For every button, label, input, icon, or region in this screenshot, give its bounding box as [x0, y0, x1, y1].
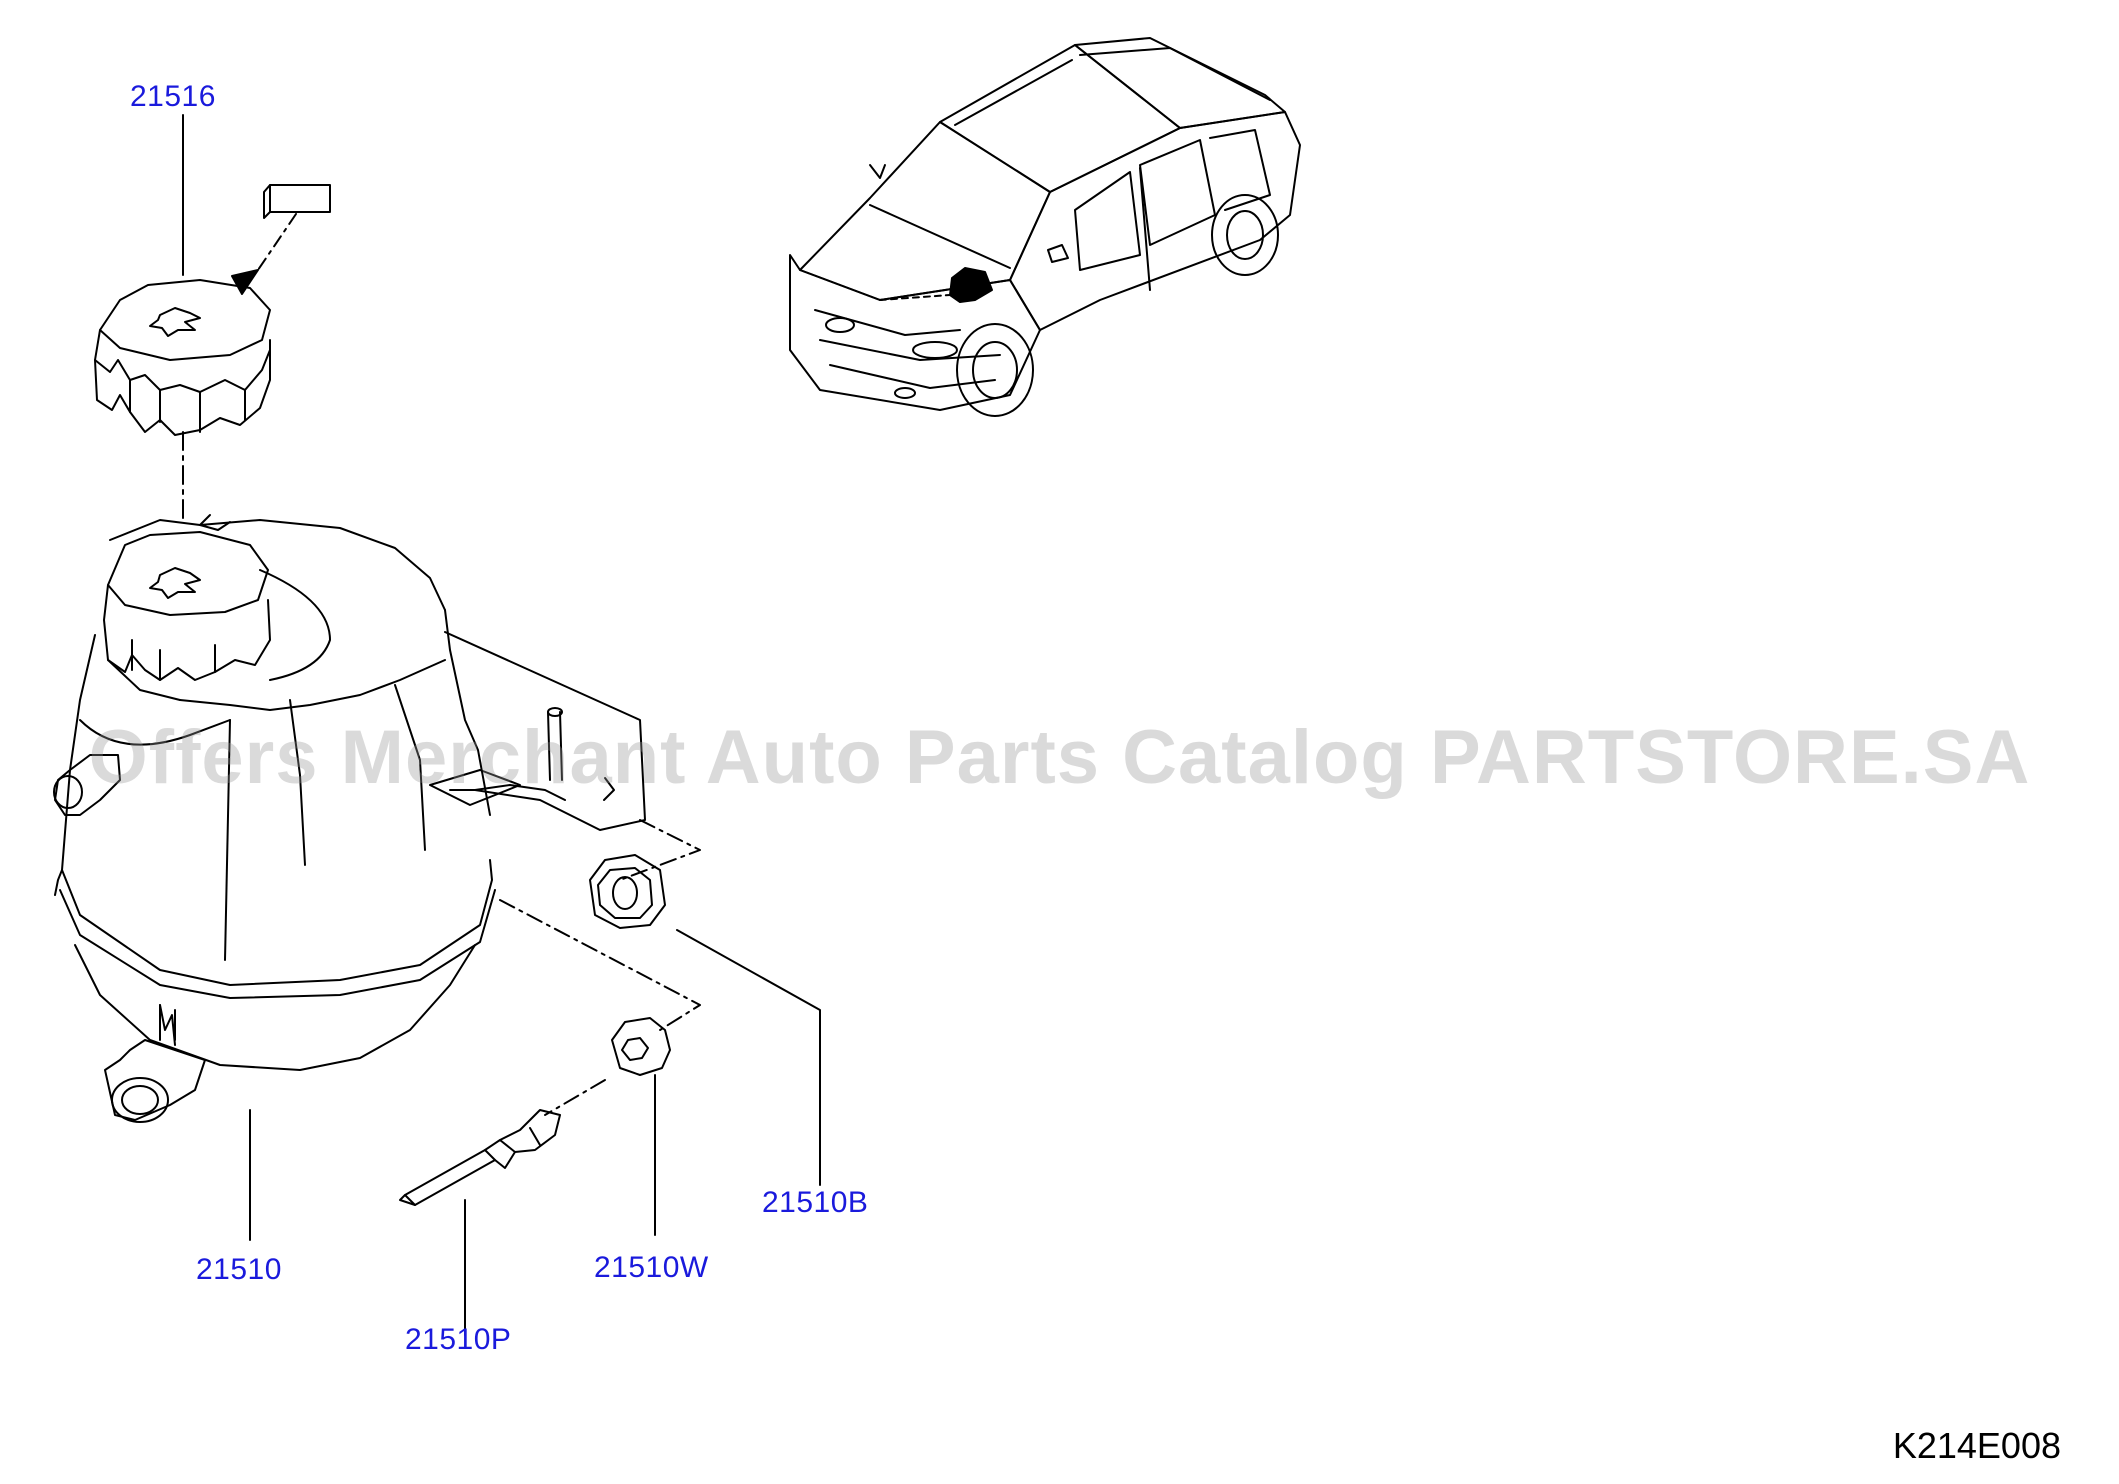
watermark: Offers Merchant Auto Parts Catalog PARTS…	[88, 715, 2031, 800]
reservoir-cap	[94, 184, 331, 521]
expansion-tank	[53, 514, 701, 1241]
diagram-code: K214E008	[1892, 1425, 2061, 1466]
flange-nut	[589, 854, 821, 1186]
grommet-washer	[611, 1017, 671, 1236]
part-label-21510P[interactable]: 21510P	[405, 1323, 512, 1356]
part-label-21516[interactable]: 21516	[130, 80, 216, 113]
car-illustration	[789, 37, 1301, 417]
part-label-21510B[interactable]: 21510B	[762, 1186, 869, 1219]
part-label-21510W[interactable]: 21510W	[594, 1251, 709, 1284]
part-label-21510[interactable]: 21510	[196, 1253, 282, 1286]
push-pin	[399, 1109, 561, 1336]
